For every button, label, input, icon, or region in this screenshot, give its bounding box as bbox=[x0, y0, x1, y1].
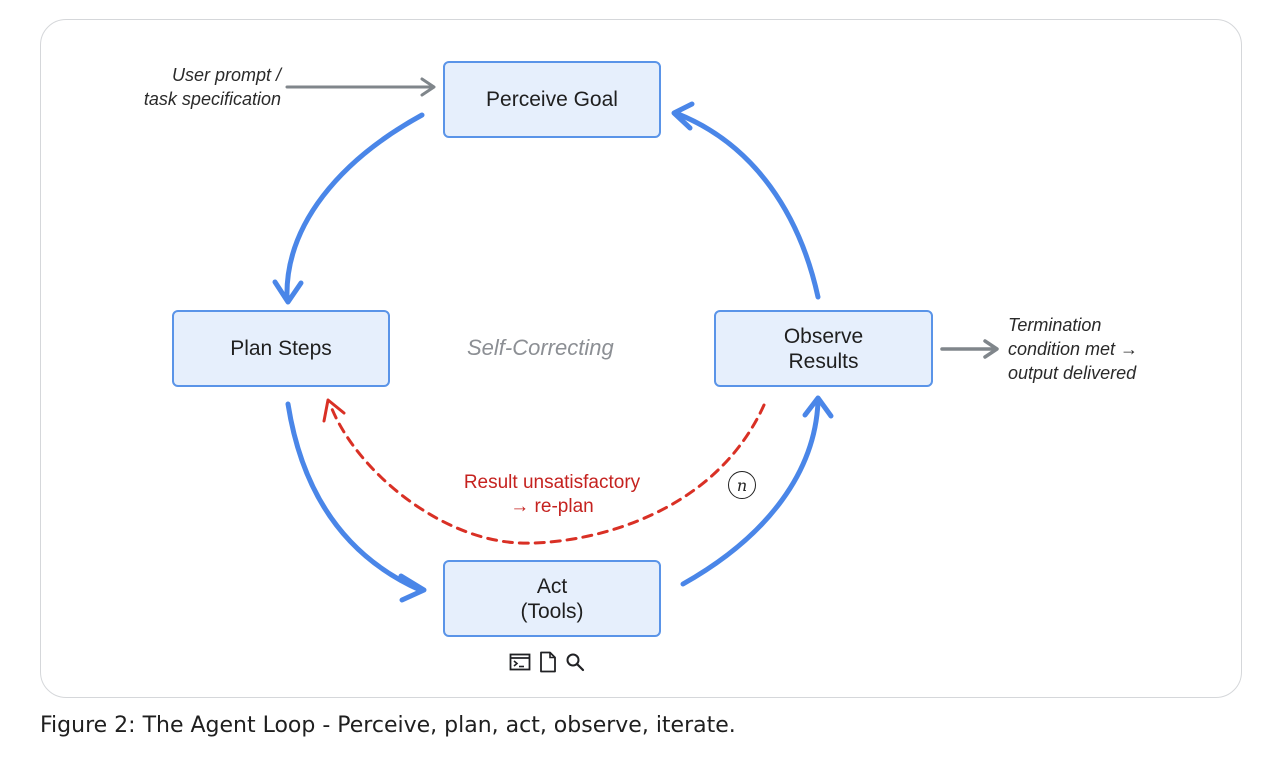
replan-line2: → re-plan bbox=[510, 496, 594, 517]
plan-steps-node: Plan Steps bbox=[172, 310, 390, 387]
arrowhead-perceive-to-plan bbox=[272, 279, 304, 305]
search-icon bbox=[566, 653, 585, 672]
arrow-replan-feedback bbox=[328, 402, 766, 545]
figure-caption: Figure 2: The Agent Loop - Perceive, pla… bbox=[40, 713, 736, 738]
user-prompt-note: User prompt / task specification bbox=[96, 63, 281, 111]
terminal-icon bbox=[509, 653, 531, 671]
document-icon bbox=[540, 651, 556, 673]
act-label-line1: Act bbox=[536, 574, 568, 598]
arrowhead-observe-to-perceive bbox=[671, 101, 695, 131]
perceive-goal-node: Perceive Goal bbox=[443, 61, 661, 138]
observe-results-label-line2: Results bbox=[788, 349, 859, 373]
user-prompt-line1: User prompt / bbox=[171, 65, 281, 85]
observe-results-label-line1: Observe bbox=[783, 324, 864, 348]
termination-note: Termination condition met → output deliv… bbox=[1008, 313, 1208, 385]
iteration-n-badge: n bbox=[728, 471, 756, 499]
arrowhead-output bbox=[983, 339, 999, 359]
act-tools-node: Act (Tools) bbox=[443, 560, 661, 637]
arrowhead-act-to-observe bbox=[802, 395, 834, 419]
arrowhead-plan-to-act bbox=[398, 573, 427, 603]
termination-line1: Termination bbox=[1008, 315, 1102, 335]
termination-line3: output delivered bbox=[1008, 363, 1137, 383]
perceive-goal-label: Perceive Goal bbox=[486, 88, 618, 111]
arrow-perceive-to-plan bbox=[284, 112, 425, 301]
arrow-act-to-observe bbox=[680, 399, 821, 587]
plan-steps-label: Plan Steps bbox=[230, 337, 332, 360]
act-label-line2: (Tools) bbox=[520, 599, 584, 623]
replan-label: Result unsatisfactory → re-plan bbox=[432, 471, 672, 519]
self-correcting-label: Self-Correcting bbox=[467, 335, 614, 360]
arrow-plan-to-act bbox=[285, 401, 423, 593]
tool-icons bbox=[509, 651, 585, 673]
arrow-observe-to-perceive bbox=[675, 111, 821, 300]
replan-line1: Result unsatisfactory bbox=[463, 472, 641, 493]
arrowhead-replan-feedback bbox=[322, 398, 346, 423]
arrowhead-user-input bbox=[420, 77, 436, 97]
termination-line2: condition met → bbox=[1008, 339, 1139, 359]
observe-results-node: Observe Results bbox=[714, 310, 933, 387]
user-prompt-line2: task specification bbox=[143, 89, 281, 109]
